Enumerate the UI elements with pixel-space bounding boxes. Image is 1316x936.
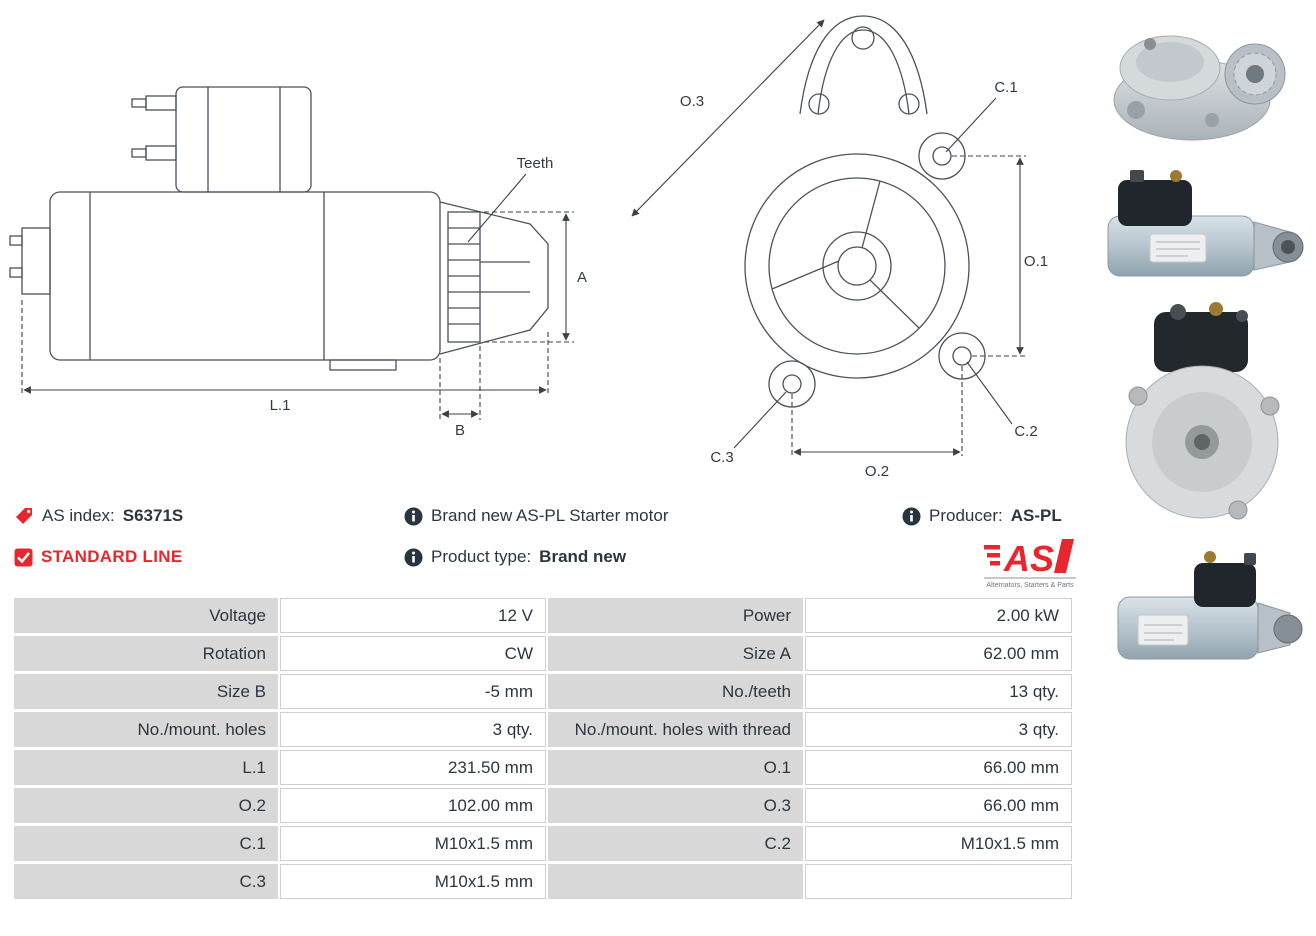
dim-c2-label: C.2 — [1014, 423, 1037, 440]
spec-value-cell: 66.00 mm — [805, 788, 1072, 823]
dim-b-label: B — [455, 422, 465, 439]
checkbox-checked-icon — [14, 548, 33, 566]
dim-l1-label: L.1 — [270, 397, 291, 414]
info-icon — [404, 507, 423, 525]
spec-label-cell: No./mount. holes with thread — [548, 712, 803, 747]
product-photo-3[interactable] — [1090, 300, 1316, 528]
spec-label-cell: No./teeth — [548, 674, 803, 709]
info-icon — [902, 507, 921, 525]
front-view-diagram: O.3 O.1 O.2 C.1 C.2 C.3 — [631, 15, 1048, 480]
product-photo-4[interactable] — [1094, 545, 1314, 695]
starter-photo-front-icon — [1125, 302, 1280, 520]
spec-value-cell: 231.50 mm — [280, 750, 546, 785]
producer-row: Producer: AS-PL — [902, 506, 1062, 526]
spec-value-cell: 3 qty. — [805, 712, 1072, 747]
standard-line-label: STANDARD LINE — [41, 547, 183, 566]
teeth-label: Teeth — [517, 155, 554, 172]
tag-icon — [16, 508, 32, 524]
spec-label-cell: L.1 — [14, 750, 278, 785]
spec-value-cell — [805, 864, 1072, 899]
spec-value-cell: 3 qty. — [280, 712, 546, 747]
spec-label-cell: O.2 — [14, 788, 278, 823]
as-index-label: AS index: — [42, 506, 115, 525]
spec-label-cell — [548, 864, 803, 899]
dim-o2-label: O.2 — [865, 463, 889, 480]
spec-label-cell: O.3 — [548, 788, 803, 823]
starter-photo-angled-icon — [1113, 35, 1286, 141]
as-index-value: S6371S — [122, 506, 184, 525]
product-type-value: Brand new — [539, 547, 627, 566]
spec-label-cell: No./mount. holes — [14, 712, 278, 747]
producer-value: AS-PL — [1010, 506, 1062, 525]
spec-label-cell: Size A — [548, 636, 803, 671]
spec-value-cell: 62.00 mm — [805, 636, 1072, 671]
product-type-label: Product type: — [431, 547, 532, 566]
spec-label-cell: C.1 — [14, 826, 278, 861]
aspl-logo: AS Alternators, Starters & Parts — [984, 531, 1076, 594]
spec-label-cell: C.2 — [548, 826, 803, 861]
spec-value-cell: CW — [280, 636, 546, 671]
spec-value-cell: M10x1.5 mm — [280, 826, 546, 861]
producer-label: Producer: — [929, 506, 1003, 525]
product-photo-1[interactable] — [1092, 2, 1314, 154]
dim-o1-label: O.1 — [1024, 253, 1048, 270]
spec-value-cell: 2.00 kW — [805, 598, 1072, 633]
spec-value-cell: 102.00 mm — [280, 788, 546, 823]
spec-value-cell: 66.00 mm — [805, 750, 1072, 785]
brand-new-text: Brand new AS-PL Starter motor — [431, 506, 669, 525]
info-icon — [404, 548, 423, 566]
spec-label-cell: Power — [548, 598, 803, 633]
spec-label-cell: Rotation — [14, 636, 278, 671]
starter-photo-side2-icon — [1117, 551, 1303, 660]
spec-label-cell: C.3 — [14, 864, 278, 899]
dim-c3-label: C.3 — [710, 449, 733, 466]
product-photo-2[interactable] — [1092, 158, 1314, 306]
starter-photo-side-icon — [1107, 170, 1304, 277]
spec-label-cell: Size B — [14, 674, 278, 709]
spec-value-cell: 12 V — [280, 598, 546, 633]
spec-label-cell: Voltage — [14, 598, 278, 633]
spec-value-cell: M10x1.5 mm — [805, 826, 1072, 861]
logo-text: AS — [1003, 538, 1054, 579]
spec-value-cell: -5 mm — [280, 674, 546, 709]
spec-value-cell: 13 qty. — [805, 674, 1072, 709]
as-index-row: AS index: S6371S — [14, 506, 183, 526]
spec-label-cell: O.1 — [548, 750, 803, 785]
product-type-row: Product type: Brand new — [404, 547, 626, 567]
aspl-logo-icon: AS Alternators, Starters & Parts — [984, 538, 1076, 589]
standard-line-row: STANDARD LINE — [14, 547, 182, 567]
spec-value-cell: M10x1.5 mm — [280, 864, 546, 899]
brand-new-row: Brand new AS-PL Starter motor — [404, 506, 668, 526]
dim-o3-label: O.3 — [680, 93, 704, 110]
dim-a-label: A — [577, 269, 587, 286]
side-view-diagram: Teeth A L.1 B — [9, 86, 587, 439]
dim-c1-label: C.1 — [994, 79, 1017, 96]
logo-tagline: Alternators, Starters & Parts — [986, 582, 1074, 589]
